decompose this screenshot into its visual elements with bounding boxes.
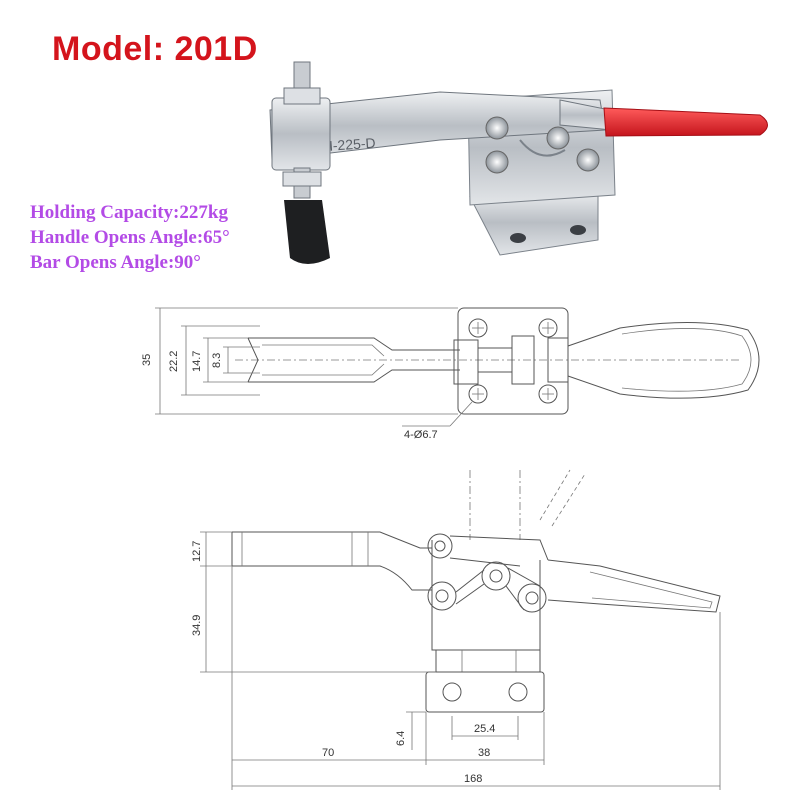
spec-holding-capacity: Holding Capacity:227kg <box>30 202 228 223</box>
dim-34-9: 34.9 <box>191 615 203 636</box>
dim-6-4: 6.4 <box>395 731 407 746</box>
bolt-nut <box>283 87 321 105</box>
dim-holes: 4-Ø6.7 <box>404 429 438 441</box>
spec-bar-angle: Bar Opens Angle:90° <box>30 252 201 273</box>
side-view-drawing: 12.7 34.9 6.4 25.4 70 38 168 <box>191 469 721 790</box>
dim-168: 168 <box>464 773 482 785</box>
spindle-holder <box>271 97 331 171</box>
dim-12-7: 12.7 <box>191 541 203 562</box>
base-hole <box>570 225 586 235</box>
rivet <box>576 148 600 172</box>
red-handle-grip <box>603 107 768 137</box>
rivet <box>485 150 509 174</box>
rubber-tip <box>284 200 330 264</box>
rivet <box>485 116 509 140</box>
dim-14-7: 14.7 <box>191 351 203 372</box>
model-title: Model: 201D <box>52 30 258 68</box>
dim-38: 38 <box>478 747 490 759</box>
dim-70: 70 <box>322 747 334 759</box>
dim-8-3: 8.3 <box>211 353 223 368</box>
base-hole <box>510 233 526 243</box>
dim-35: 35 <box>141 354 153 366</box>
rivet <box>546 126 570 150</box>
dim-22-2: 22.2 <box>168 351 180 372</box>
spec-list: Holding Capacity:227kg Handle Opens Angl… <box>30 200 230 275</box>
spec-handle-angle: Handle Opens Angle:65° <box>30 227 230 248</box>
clamp-photo: GH-225-D <box>269 61 768 264</box>
top-view-drawing: 35 22.2 14.7 8.3 4-Ø6.7 <box>141 307 760 441</box>
dim-25-4: 25.4 <box>474 723 495 735</box>
lower-nut <box>282 171 322 187</box>
